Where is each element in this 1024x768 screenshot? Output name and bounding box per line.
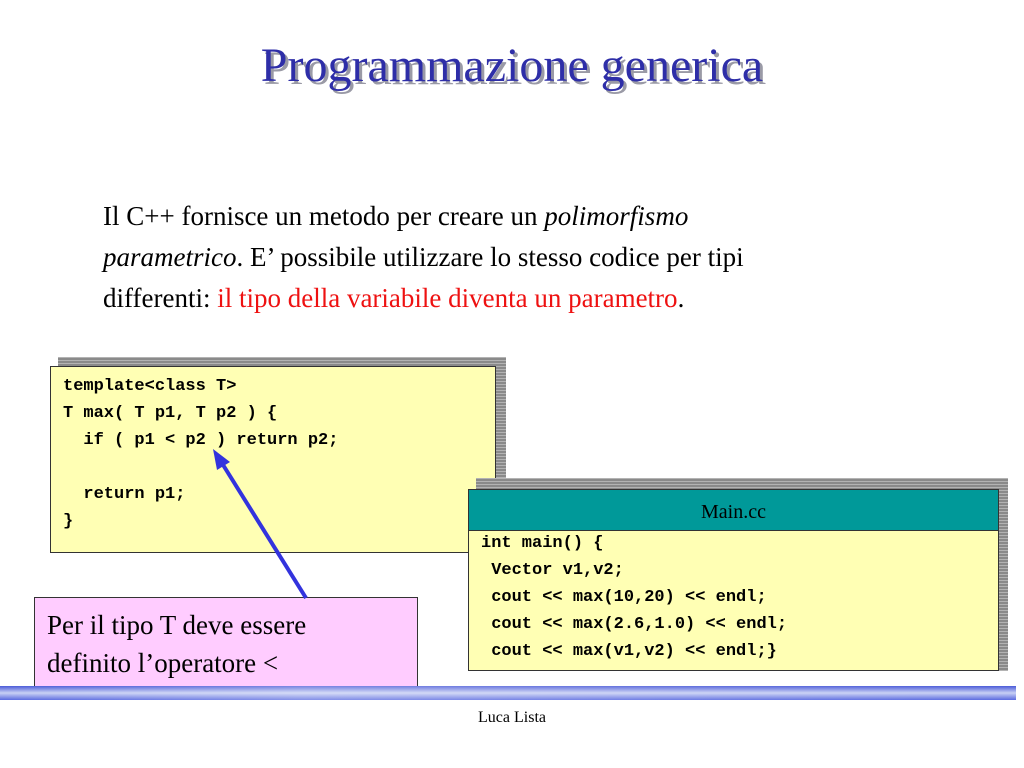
code-line: }: [63, 512, 74, 531]
code-line: cout << max(2.6,1.0) << endl;: [481, 615, 788, 634]
note-line-1: Per il tipo T deve essere: [47, 610, 307, 640]
intro-highlight: il tipo della variabile diventa un param…: [217, 283, 678, 313]
intro-italic-1: polimorfismo: [544, 201, 689, 231]
code-line: int main() {: [481, 534, 604, 553]
code-line: if ( p1 < p2 ) return p2;: [63, 431, 339, 450]
intro-end: .: [677, 283, 685, 313]
note-line-2: definito l’operatore <: [47, 648, 279, 678]
main-file-header: Main.cc: [469, 490, 998, 531]
slide-title: Programmazione generica: [260, 39, 764, 92]
intro-text-2: . E’ possibile utilizzare lo stesso codi…: [236, 242, 744, 272]
note-box: Per il tipo T deve essere definito l’ope…: [34, 597, 418, 690]
intro-text-1: Il C++ fornisce un metodo per creare un: [103, 201, 545, 231]
intro-text-3: differenti:: [103, 283, 218, 313]
main-code-body: int main() { Vector v1,v2; cout << max(1…: [469, 530, 998, 665]
main-code-box: Main.cc int main() { Vector v1,v2; cout …: [468, 489, 999, 671]
intro-italic-2: parametrico: [103, 242, 237, 272]
footer-bar: [0, 686, 1016, 700]
code-line: template<class T>: [63, 377, 237, 396]
code-line: [63, 454, 495, 481]
code-line: cout << max(10,20) << endl;: [481, 588, 767, 607]
intro-paragraph: Il C++ fornisce un metodo per creare un …: [103, 196, 933, 319]
footer-author: Luca Lista: [478, 709, 546, 726]
code-line: Vector v1,v2;: [481, 561, 624, 580]
code-line: cout << max(v1,v2) << endl;}: [481, 642, 777, 661]
code-line: return p1;: [63, 485, 186, 504]
template-code-box: template<class T> T max( T p1, T p2 ) { …: [50, 366, 496, 553]
code-line: T max( T p1, T p2 ) {: [63, 404, 278, 423]
